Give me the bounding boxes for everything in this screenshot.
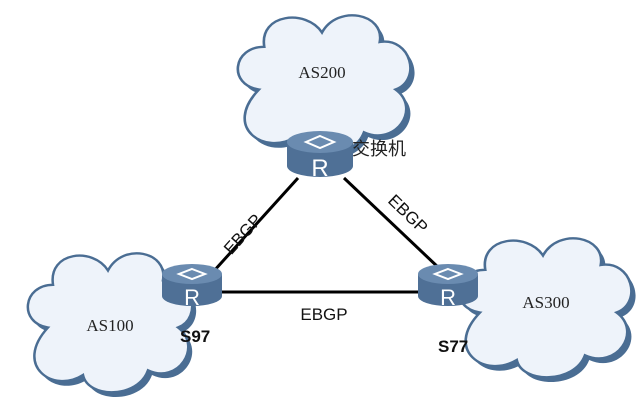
link-switch-s77 [342,176,442,271]
cloud-label-as100: AS100 [86,316,133,335]
links [211,176,442,294]
router-icon[interactable]: R [418,264,478,310]
device-label-s77: S77 [438,337,468,356]
router-glyph: R [184,285,200,310]
device-label-s97: S97 [180,327,210,346]
router-icon[interactable]: R [162,264,222,310]
link-label-switch-s97: EBGP [220,210,266,258]
link-label-switch-s77: EBGP [384,191,431,237]
router-glyph: R [440,285,456,310]
link-switch-s97 [211,176,300,274]
link-label-s97-s77: EBGP [300,305,347,324]
router-glyph: R [311,155,328,182]
cloud-label-as300: AS300 [522,293,569,312]
device-label-switch: 交换机 [352,139,406,160]
cloud-label-as200: AS200 [298,63,345,82]
router-icon[interactable]: R [287,131,353,182]
